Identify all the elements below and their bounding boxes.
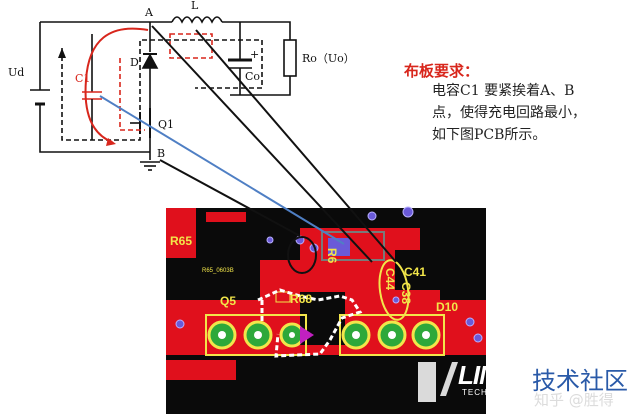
pcb-label-q5: Q5 (220, 294, 236, 308)
current-loops (58, 27, 263, 146)
pcb-pad-triangle (300, 326, 314, 344)
brand-subtext: TECHNOLOGY (462, 388, 529, 397)
label-switch: Q1 (158, 118, 174, 131)
loop-red-dashed (169, 33, 213, 59)
callout-a-to-pcb (151, 25, 373, 263)
callout-c1-to-pcb (99, 95, 345, 245)
brand-text: LINEAR (458, 360, 550, 390)
pcb-silk-box-d10 (339, 314, 445, 356)
note-line-2: 点，使得充电回路最小， (432, 105, 586, 121)
pcb-black-region-4 (395, 250, 486, 310)
pcb-black-region-5 (166, 355, 486, 414)
note-body: 电容C1 要紧挨着A、B 点，使得充电回路最小， 如下图PCB所示。 (432, 80, 637, 146)
pcb-label-c44: C44 (383, 268, 397, 290)
label-inductor: L (191, 0, 199, 12)
pcb-black-region-2 (166, 258, 205, 300)
pcb-silk-small: R65_0603B (202, 268, 234, 274)
note-line-1: 电容C1 要紧挨着A、B (432, 83, 575, 99)
loop-arrow-black (58, 48, 66, 58)
wire-l-to-right (222, 21, 291, 40)
pcb-label-r65: R65 (170, 234, 192, 248)
loop-black-dashed (61, 39, 263, 141)
community-text: 技术社区 (532, 367, 628, 395)
pcb-ic-pad (328, 238, 350, 256)
watermark-text: 知乎 @胜得 (534, 391, 614, 409)
pcb-label-r68: R68 (290, 292, 312, 306)
pcb-trace-3 (166, 360, 236, 380)
note-line-3: 如下图PCB所示。 (432, 127, 547, 143)
loop-arrow-red (106, 138, 116, 146)
loop-red-solid (84, 27, 149, 143)
callout-lines (99, 25, 397, 263)
co-plus: + (250, 48, 259, 61)
wire-ro-bottom (230, 76, 291, 96)
pcb-pads (207, 320, 441, 350)
resistor-ro (283, 39, 297, 77)
pcb-pad-holes (218, 331, 430, 339)
pcb-loop-white-dashed (257, 288, 363, 358)
pcb-trace-1 (206, 212, 246, 222)
pcb-label-c41: C41 (404, 265, 426, 279)
pcb-label-c38: C38 (399, 282, 413, 304)
label-node-a: A (144, 6, 154, 19)
pcb-label-r6: R6 (325, 248, 339, 264)
pcb-image: R65 Q5 R68 C41 C44 C38 D10 R6 R65_0603B (166, 206, 486, 414)
note-title: 布板要求： (404, 62, 480, 80)
logo-slash (440, 362, 458, 396)
pcb-cap-ellipse-1 (287, 236, 317, 274)
label-node-b: B (157, 147, 165, 160)
pcb-label-d10: D10 (436, 300, 458, 314)
wire-left-low (39, 104, 150, 153)
pcb-cap-ellipse-2 (378, 259, 410, 321)
label-cap-out: Co (245, 70, 260, 83)
callout-l-to-pcb (195, 29, 397, 263)
diode-triangle (141, 53, 159, 69)
label-cap-in: C1 (75, 72, 90, 85)
label-diode: D (130, 56, 139, 69)
brand-logo (418, 362, 458, 402)
loop-red-dashed-2 (119, 58, 145, 131)
label-load: Ro（Uo） (302, 52, 355, 65)
pcb-black-region-6 (236, 228, 300, 245)
pcb-ic-outline (321, 231, 385, 261)
label-source: Ud (8, 66, 24, 79)
callout-b-to-pcb (159, 159, 301, 237)
inductor-L (171, 16, 223, 24)
logo-mark (418, 362, 436, 402)
